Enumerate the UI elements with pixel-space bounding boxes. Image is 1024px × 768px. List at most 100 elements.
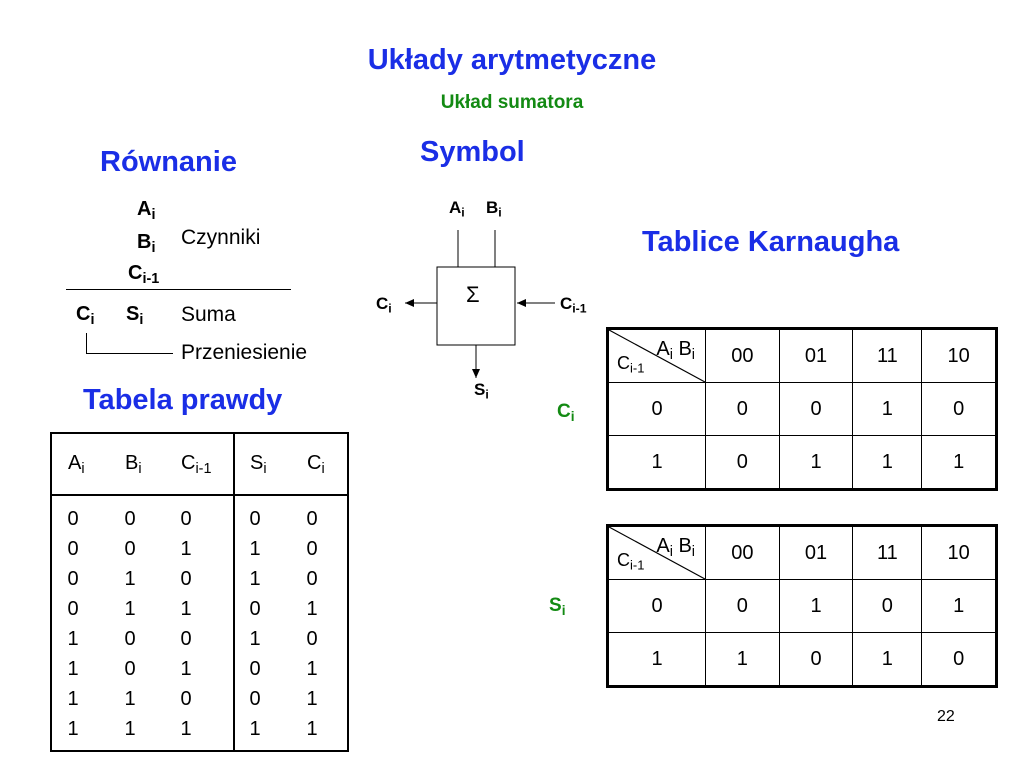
header-b: Bi: [125, 452, 142, 478]
kmap-cell: 1: [852, 435, 923, 489]
equation-heading: Równanie: [100, 146, 237, 178]
header-cout: Ci: [307, 452, 325, 478]
kmap-carry-label: Ci: [557, 401, 575, 424]
kmap-column-header: 00: [705, 329, 780, 383]
truth-table-cell: 1: [180, 598, 192, 620]
symbol-input-b: Bi: [486, 198, 502, 220]
truth-table-cell: 0: [180, 688, 192, 710]
truth-table-cell: 0: [306, 568, 318, 590]
truth-table-heading: Tabela prawdy: [83, 384, 283, 416]
kmap-cell: 1: [921, 579, 996, 633]
kmap-corner-ab: Ai Bi: [656, 338, 695, 364]
equation-input-b: Bi: [137, 231, 156, 257]
truth-table-cell: 0: [180, 628, 192, 650]
truth-table-cell: 0: [67, 538, 79, 560]
kmap-cell: 0: [705, 382, 780, 436]
kmap-diagonal: [609, 527, 705, 579]
sum-label: Suma: [181, 303, 236, 326]
kmap-cell: 0: [705, 435, 780, 489]
kmap-cell: 1: [778, 435, 854, 489]
truth-table-cell: 0: [180, 508, 192, 530]
truth-table-cell: 1: [67, 688, 79, 710]
truth-table-cell: 1: [67, 628, 79, 650]
truth-table-cell: 1: [306, 598, 318, 620]
kmap-column-header: 11: [852, 526, 923, 580]
equation-divider: [66, 289, 291, 290]
kmap-corner: Ai Bi Ci-1: [608, 329, 706, 383]
equation-input-c: Ci-1: [128, 262, 160, 288]
kmap-column-header: 00: [705, 526, 780, 580]
truth-table-cell: 1: [124, 688, 136, 710]
kmap-cell: 0: [778, 632, 854, 686]
truth-table-cell: 1: [249, 538, 261, 560]
kmap-diagonal: [609, 330, 705, 382]
truth-table-cell: 1: [67, 718, 79, 740]
truth-table-cell: 1: [124, 598, 136, 620]
truth-table-cell: 0: [124, 658, 136, 680]
carry-label: Przeniesienie: [181, 341, 308, 364]
truth-table-cell: 0: [249, 508, 261, 530]
kmap-corner-cin: Ci-1: [617, 353, 645, 376]
equation-output-c: Ci: [76, 303, 95, 329]
truth-table-cell: 1: [67, 658, 79, 680]
symbol-carry-out: Ci: [376, 294, 392, 316]
truth-table-cell: 0: [306, 628, 318, 650]
kmap-corner: Ai Bi Ci-1: [608, 526, 706, 580]
kmap-cell: 1: [852, 382, 923, 436]
truth-table-cell: 0: [249, 598, 261, 620]
truth-table-cell: 0: [124, 538, 136, 560]
kmap-row-header: 0: [608, 579, 706, 633]
truth-table-cell: 1: [306, 718, 318, 740]
symbol-sum-out: Si: [474, 380, 489, 402]
kmap-row-header: 0: [608, 382, 706, 436]
karnaugh-heading: Tablice Karnaugha: [642, 226, 900, 258]
truth-table: Ai Bi Ci-1 Si Ci 0 0 0 0 0 0 0 1 1 0 0 1 0 1 0 0 1 1 0 1 1 0 0…: [50, 432, 349, 752]
symbol-carry-in: Ci-1: [560, 294, 587, 316]
header-cin: Ci-1: [181, 452, 212, 478]
symbol-heading: Symbol: [420, 136, 525, 168]
kmap-corner-cin: Ci-1: [617, 550, 645, 573]
adder-symbol-drawing: [405, 230, 555, 378]
truth-table-cell: 1: [180, 538, 192, 560]
adder-symbol: Σ Ai Bi Ci Ci-1 Si: [370, 190, 610, 410]
truth-table-cell: 0: [67, 598, 79, 620]
symbol-input-a: Ai: [449, 198, 465, 220]
factors-label: Czynniki: [181, 226, 261, 249]
kmap-cell: 0: [921, 632, 996, 686]
truth-table-cell: 0: [124, 628, 136, 650]
kmap-cell: 0: [705, 579, 780, 633]
slide-title: Układy arytmetyczne: [367, 44, 657, 76]
truth-table-cell: 1: [180, 658, 192, 680]
truth-table-cell: 0: [306, 538, 318, 560]
truth-table-cell: 0: [124, 508, 136, 530]
kmap-row-header: 1: [608, 435, 706, 489]
kmap-sum-label: Si: [549, 595, 566, 618]
equation-input-a: Ai: [137, 198, 156, 224]
slide-subtitle: Układ sumatora: [440, 92, 584, 113]
truth-table-cell: 0: [249, 658, 261, 680]
header-a: Ai: [68, 452, 85, 478]
truth-table-cell: 1: [306, 688, 318, 710]
kmap-corner-ab: Ai Bi: [656, 535, 695, 561]
header-s: Si: [250, 452, 267, 478]
truth-table-cell: 1: [180, 718, 192, 740]
kmap-column-header: 01: [778, 526, 854, 580]
truth-table-cell: 1: [124, 718, 136, 740]
kmap-column-header: 10: [921, 526, 996, 580]
kmap-row-header: 1: [608, 632, 706, 686]
kmap-cell: 1: [778, 579, 854, 633]
kmap-cell: 0: [921, 382, 996, 436]
truth-table-cell: 0: [67, 508, 79, 530]
kmap-cell: 1: [852, 632, 923, 686]
truth-table-divider: [233, 434, 235, 750]
truth-table-cell: 1: [249, 568, 261, 590]
kmap-column-header: 10: [921, 329, 996, 383]
